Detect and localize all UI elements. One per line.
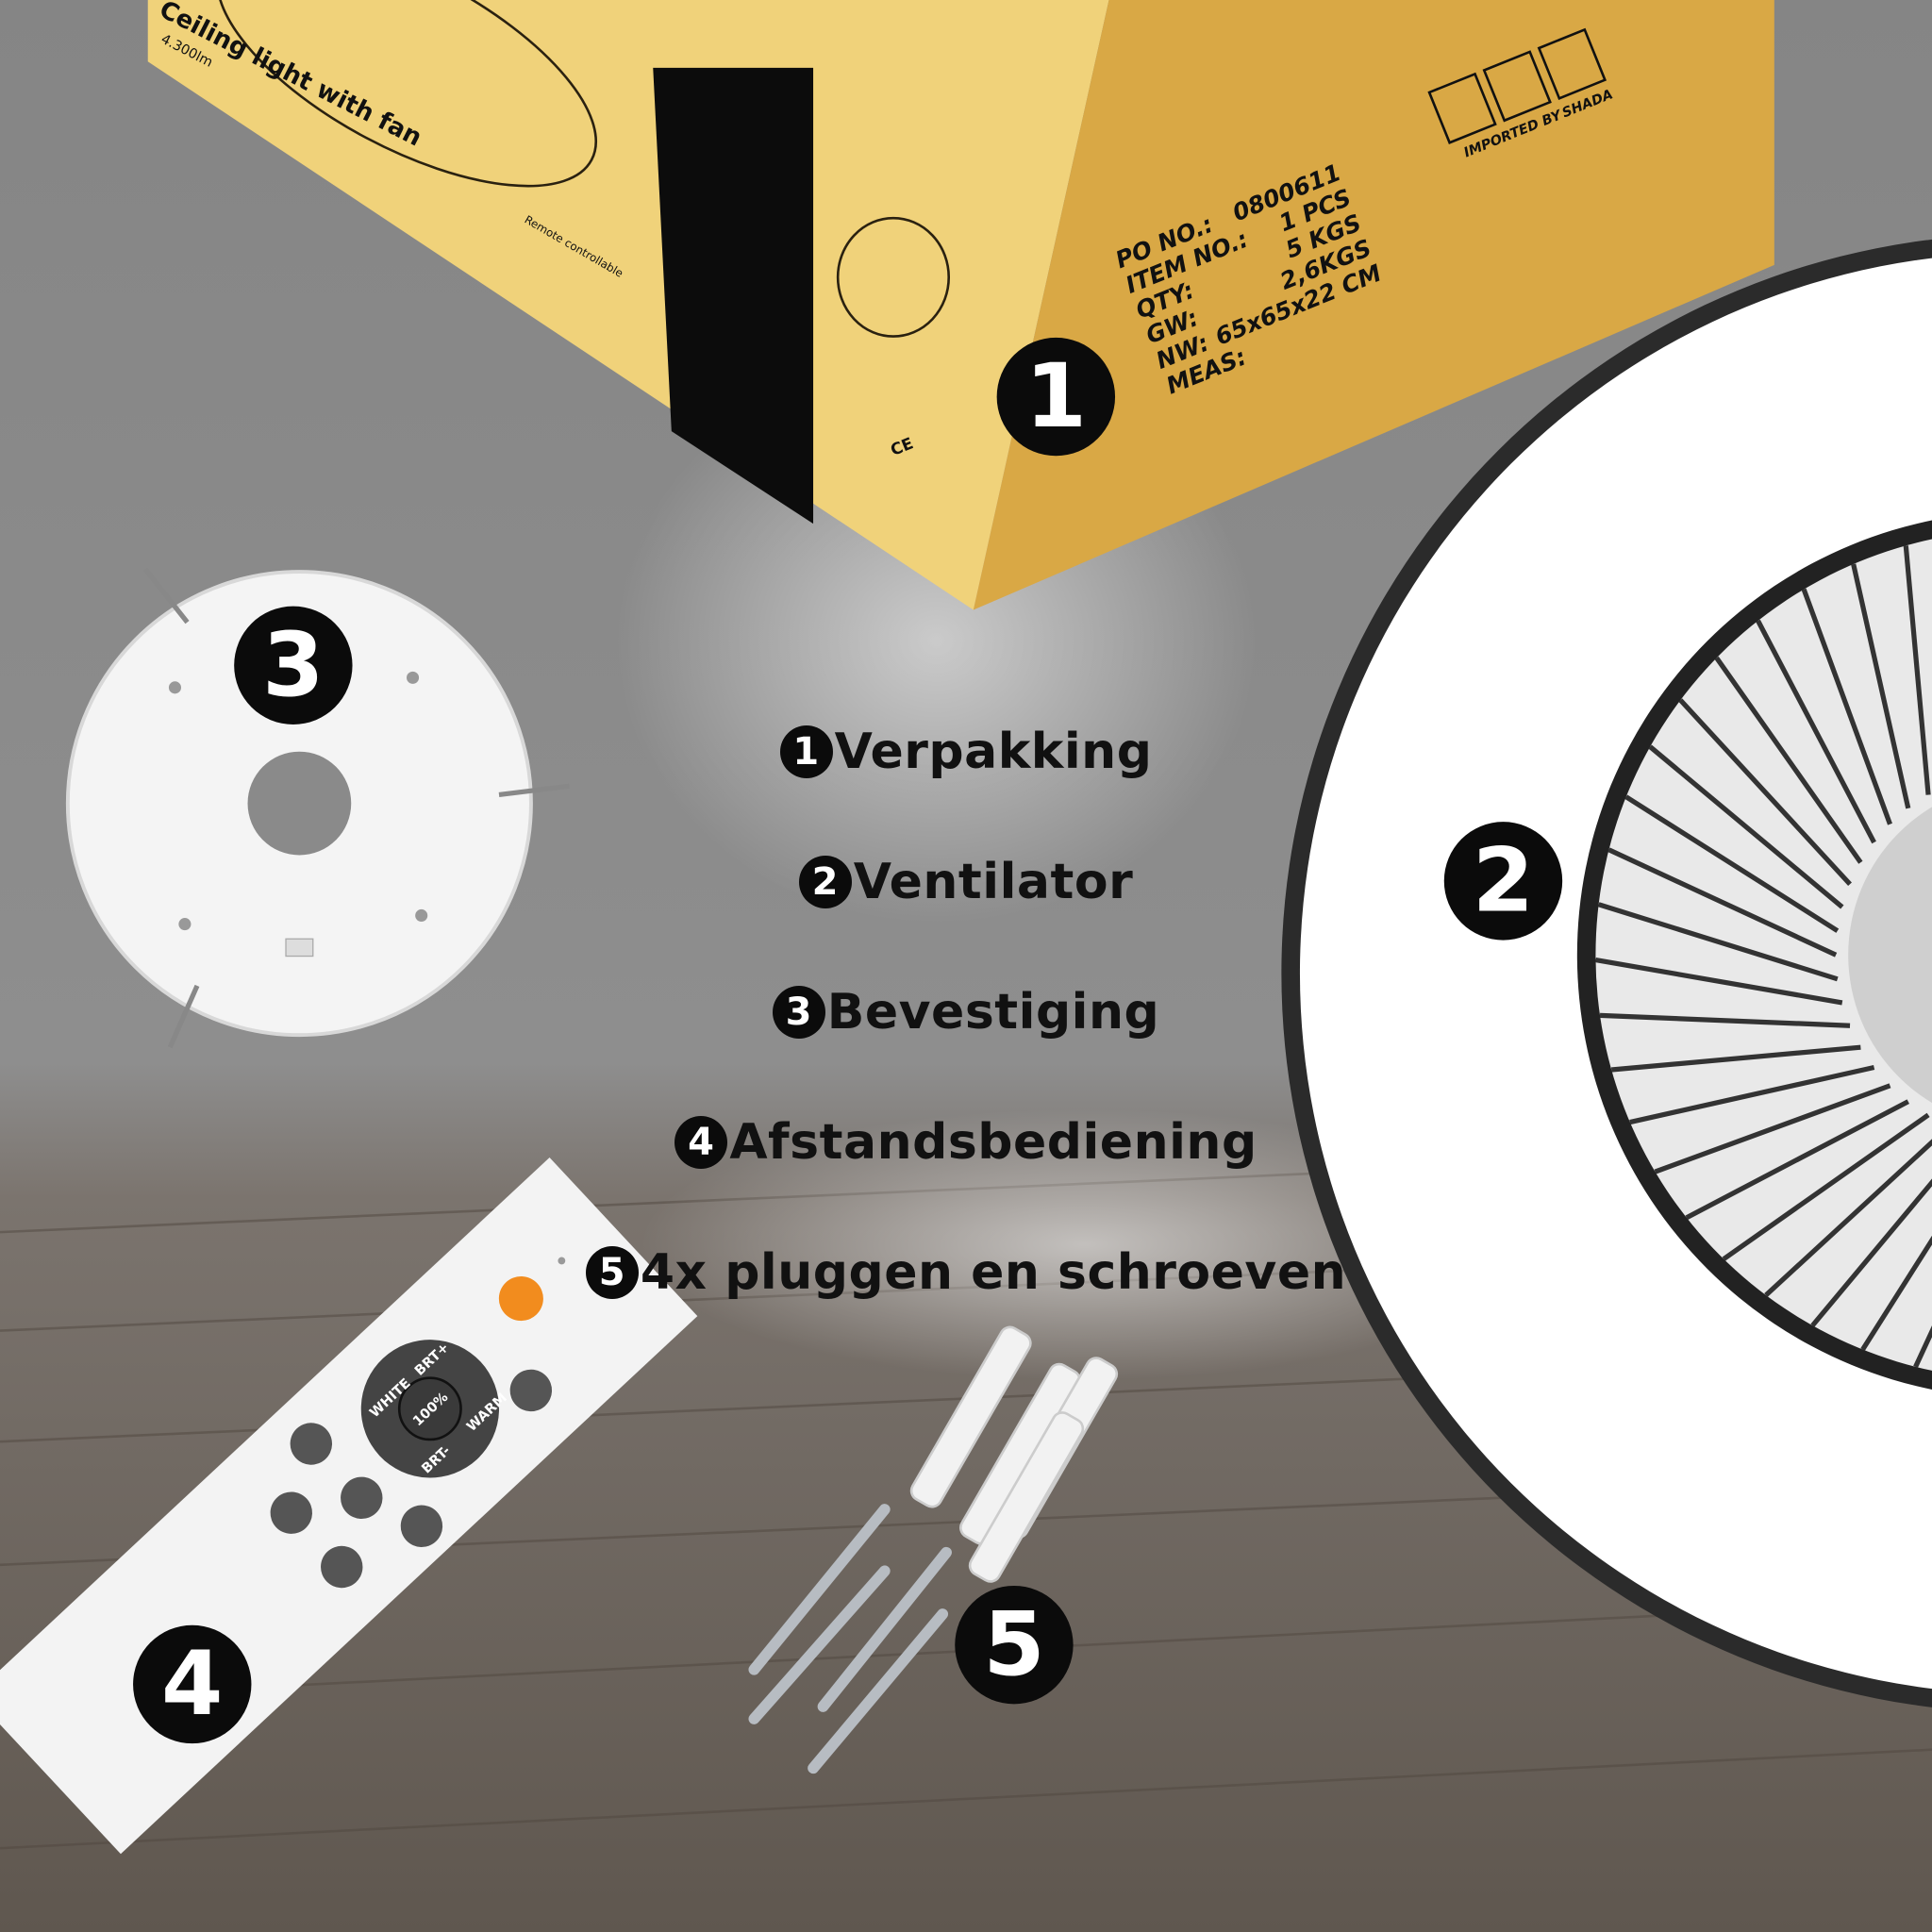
grille-spoke [1648,744,1844,909]
fragile-icon [1537,27,1607,100]
box-fan-drawing [216,0,598,188]
legend-label: Afstandsbediening [729,1114,1257,1171]
grille-spoke [1678,698,1852,887]
led-indicator [558,1257,566,1265]
grille-spoke [1685,1099,1909,1221]
grille-spoke [1629,1064,1875,1125]
badge-5-number: 5 [983,1593,1044,1696]
grille-spoke [1764,1139,1932,1297]
grille-spoke [1654,1083,1891,1174]
badge-3-number: 3 [262,614,324,717]
mounting-plate [65,567,570,1049]
badge-1 [996,337,1116,457]
packaging-box: Ceiling light with fan 4.300lm Remote co… [147,0,1774,610]
ceiling-fan [1281,239,1932,1707]
cycle-button [270,1491,312,1534]
legend-number: 3 [772,986,825,1039]
fan-grille-spokes [1595,545,1932,1368]
badge-2 [1443,822,1563,941]
grille-spoke [1607,847,1838,958]
legend-label: Ventilator [853,854,1134,910]
screw [167,984,200,1049]
grille-spoke [1722,1112,1930,1261]
plus-button [290,1423,333,1465]
screw [143,567,190,625]
grille-spoke [1597,902,1839,982]
badge-3 [234,606,353,724]
grille-spoke [1851,563,1911,809]
wall-plugs [909,1325,1119,1583]
grille-spoke [1810,1178,1932,1327]
legend-number: 4 [675,1116,728,1169]
legend-label: 4x pluggen en schroeven [640,1244,1347,1301]
grille-spoke [1714,656,1863,864]
screw [498,783,570,798]
screws [748,1504,952,1774]
grille-spoke [1599,1012,1851,1028]
timer-button [321,1545,363,1589]
floor-light [641,1108,1528,1380]
badge-4-number: 4 [161,1633,223,1736]
legend-label: Verpakking [834,724,1153,780]
grille-spoke [1756,619,1876,844]
legend-number: 5 [585,1246,639,1299]
grille-spoke [1860,1235,1932,1351]
badge-1-number: 1 [1025,345,1087,448]
grille-spoke [1595,957,1843,1006]
legend-label: Bevestiging [826,984,1160,1041]
fan-mode-button [509,1369,553,1412]
box-black-stripe [653,67,814,525]
legend-number: 2 [798,856,852,908]
grille-spoke [1801,588,1892,825]
grille-spoke [1903,545,1931,795]
legend-number: 1 [779,725,833,778]
minus-button [400,1505,443,1547]
grille-spoke [1610,1044,1861,1073]
this-side-up-icon [1482,50,1552,123]
badge-5 [955,1585,1074,1705]
grille-spoke [1624,794,1840,933]
handle-with-care-icon [1427,72,1497,144]
center-hole [247,751,352,856]
fan-button [341,1476,383,1520]
badge-2-number: 2 [1473,829,1534,932]
power-button [498,1276,543,1322]
badge-4 [133,1624,252,1744]
